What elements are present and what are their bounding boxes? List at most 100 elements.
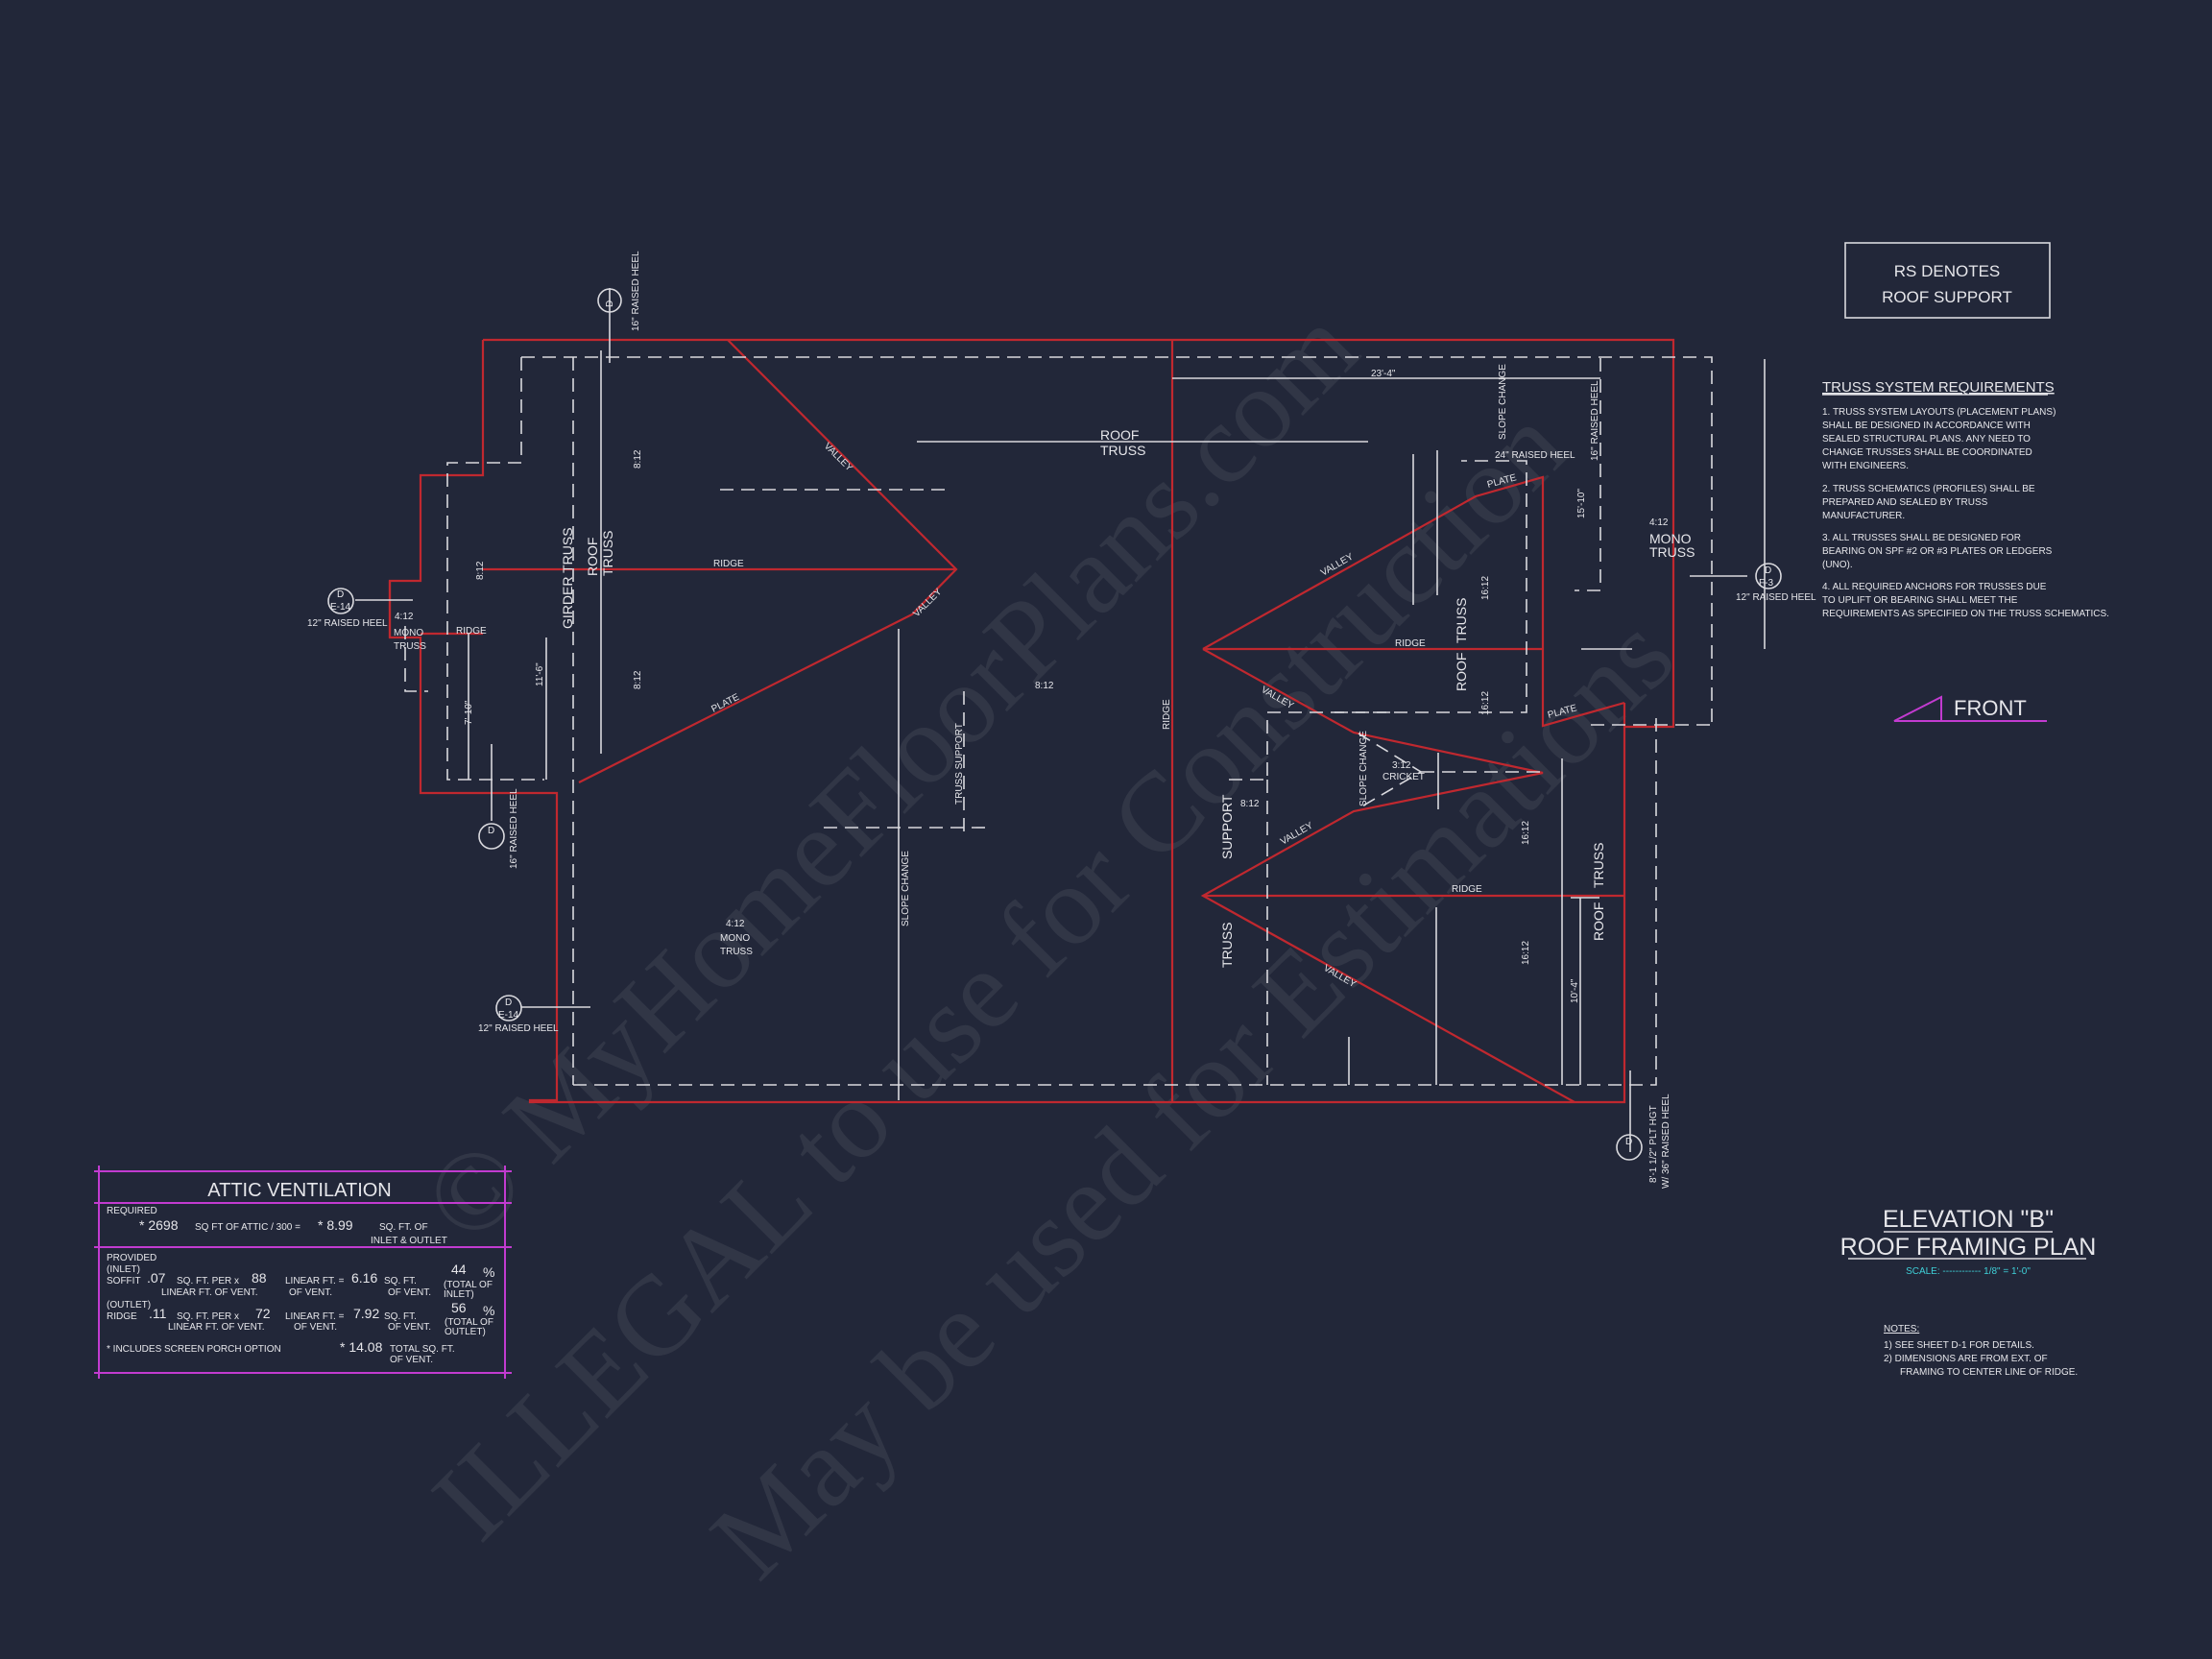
roof-truss-label: ROOF — [1100, 427, 1139, 443]
slope-label: 16:12 — [1480, 576, 1491, 600]
roof-truss-vertical: ROOF — [1591, 902, 1606, 941]
soffit-lf-value: 88 — [252, 1270, 267, 1286]
heel-label-left: 12" RAISED HEEL — [307, 618, 388, 629]
roof-truss-vertical-2: TRUSS — [1591, 843, 1606, 888]
total-text: TOTAL SQ. FT. — [390, 1344, 455, 1355]
attic-formula: SQ FT OF ATTIC / 300 = — [195, 1222, 301, 1233]
mono-truss-label: TRUSS — [1649, 544, 1695, 560]
truss-req-line: SHALL BE DESIGNED IN ACCORDANCE WITH — [1822, 421, 2031, 431]
detail-tags: D 16" RAISED HEEL DE-14 12" RAISED HEEL … — [307, 251, 1816, 1189]
outlet-label: (OUTLET) — [107, 1300, 151, 1310]
support-truss-label: TRUSS — [1219, 923, 1235, 968]
dim-label: 10'-4" — [1570, 978, 1580, 1003]
slope-label: 8:12 — [475, 561, 486, 580]
note-item: 2) DIMENSIONS ARE FROM EXT. OF — [1884, 1354, 2048, 1364]
wall-lines — [404, 356, 1713, 1086]
notes-title: NOTES: — [1884, 1324, 1919, 1334]
svg-text:E-14: E-14 — [330, 602, 351, 613]
truss-requirements: TRUSS SYSTEM REQUIREMENTS 1. TRUSS SYSTE… — [1822, 379, 2109, 619]
roof-truss-vertical: ROOF — [585, 538, 600, 576]
detail-tag-left: D E-14 — [327, 588, 354, 614]
lf-sub: OF VENT. — [289, 1287, 332, 1298]
dim-label: 7'-10" — [464, 700, 474, 725]
drawing-title-line-1: ELEVATION "B" — [1883, 1206, 2054, 1233]
front-arrow-icon — [1893, 695, 1942, 722]
mono-truss-label: TRUSS — [394, 641, 426, 652]
truss-req-line: (UNO). — [1822, 560, 1853, 570]
valley-label: VALLEY — [822, 441, 854, 473]
heel-36-label: W/ 36" RAISED HEEL — [1661, 1094, 1671, 1189]
valley-label: VALLEY — [911, 587, 944, 619]
lf-text: LINEAR FT. = — [285, 1311, 345, 1322]
slope-label: 4:12 — [726, 919, 745, 929]
ridge-label: RIDGE — [1452, 884, 1482, 895]
drawing-title-line-2: ROOF FRAMING PLAN — [1840, 1234, 2097, 1261]
attic-sqft-value: * 2698 — [139, 1217, 179, 1233]
truss-req-line: SEALED STRUCTURAL PLANS. ANY NEED TO — [1822, 434, 2031, 445]
truss-req-line: 3. ALL TRUSSES SHALL BE DESIGNED FOR — [1822, 533, 2021, 543]
truss-req-line: BEARING ON SPF #2 OR #3 PLATES OR LEDGER… — [1822, 546, 2053, 557]
svg-text:D: D — [605, 301, 615, 307]
slope-label: 16:12 — [1480, 691, 1491, 715]
girder-truss-label: GIRDER TRUSS — [560, 527, 575, 629]
ridge-total-value: 7.92 — [353, 1306, 379, 1321]
slope-change-label: SLOPE CHANGE — [901, 851, 911, 926]
slope-label: 3:12 — [1392, 760, 1411, 771]
inlet-label: (INLET) — [107, 1264, 140, 1275]
slope-change-label: SLOPE CHANGE — [1498, 364, 1508, 440]
ridge-label: RIDGE — [1395, 638, 1426, 649]
ridge-vent-label: RIDGE — [107, 1311, 137, 1322]
slope-label: 8:12 — [1035, 681, 1054, 691]
truss-req-line: 4. ALL REQUIRED ANCHORS FOR TRUSSES DUE — [1822, 582, 2047, 592]
mono-label: MONO — [394, 628, 423, 638]
support-label: SUPPORT — [1219, 794, 1235, 859]
dimension-lines — [355, 288, 1766, 1152]
front-label: FRONT — [1954, 696, 2027, 720]
svg-text:D: D — [337, 589, 344, 600]
front-indicator: FRONT — [1893, 695, 2047, 722]
svg-text:D: D — [488, 826, 494, 836]
soffit-label: SOFFIT — [107, 1276, 141, 1286]
heel-label-right: 12" RAISED HEEL — [1736, 592, 1816, 603]
attic-title: ATTIC VENTILATION — [207, 1180, 392, 1201]
mono-label: MONO — [1649, 531, 1692, 546]
heel-label: 24" RAISED HEEL — [1495, 450, 1575, 461]
truss-support-label: TRUSS SUPPORT — [954, 723, 965, 805]
pct-label: (TOTAL OF — [445, 1317, 493, 1328]
roof-truss-label-2: TRUSS — [1100, 443, 1145, 458]
slope-label: 8:12 — [633, 449, 643, 469]
soffit-pct-value: 44 — [451, 1262, 467, 1277]
title-block: ELEVATION "B" ROOF FRAMING PLAN SCALE: -… — [1840, 1206, 2097, 1277]
truss-req-line: CHANGE TRUSSES SHALL BE COORDINATED — [1822, 447, 2032, 458]
per-sub: LINEAR FT. OF VENT. — [168, 1322, 265, 1333]
pct-label: OUTLET) — [445, 1327, 486, 1337]
attic-ventilation-table: ATTIC VENTILATION REQUIRED * 2698 SQ FT … — [94, 1166, 512, 1379]
truss-req-line: 1. TRUSS SYSTEM LAYOUTS (PLACEMENT PLANS… — [1822, 407, 2056, 418]
slope-change-label: SLOPE CHANGE — [1358, 731, 1369, 806]
roof-outline — [388, 338, 1675, 1104]
notes: NOTES: 1) SEE SHEET D-1 FOR DETAILS. 2) … — [1884, 1324, 2078, 1378]
total-vent-value: * 14.08 — [340, 1339, 383, 1355]
truss-req-line: REQUIREMENTS AS SPECIFIED ON THE TRUSS S… — [1822, 609, 2109, 619]
dim-label: 23'-4" — [1371, 369, 1396, 379]
detail-tag-bottom-right: D — [1616, 1134, 1643, 1161]
truss-req-line: TO UPLIFT OR BEARING SHALL MEET THE — [1822, 595, 2018, 606]
slope-label: 4:12 — [395, 612, 414, 622]
total-text-2: OF VENT. — [390, 1355, 433, 1365]
svg-text:D: D — [505, 998, 512, 1008]
heel-label-bottom-left: 16" RAISED HEEL — [509, 788, 519, 869]
pct-sign: % — [483, 1264, 494, 1280]
note-item: 1) SEE SHEET D-1 FOR DETAILS. — [1884, 1340, 2034, 1351]
mono-truss-label: TRUSS — [720, 947, 753, 957]
slope-label: 4:12 — [1649, 517, 1669, 528]
dim-label: 11'-6" — [535, 662, 545, 686]
legend-line-2: ROOF SUPPORT — [1882, 288, 2012, 306]
lf-text: LINEAR FT. = — [285, 1276, 345, 1286]
svg-text:D: D — [1765, 565, 1771, 576]
slope-label: 8:12 — [1240, 799, 1260, 809]
note-item: FRAMING TO CENTER LINE OF RIDGE. — [1900, 1367, 2078, 1378]
required-unit: SQ. FT. OF — [379, 1222, 428, 1233]
ridge-label: RIDGE — [1162, 699, 1172, 730]
detail-tag-right: DF-3 — [1755, 563, 1782, 589]
attic-footnote: * INCLUDES SCREEN PORCH OPTION — [107, 1344, 281, 1355]
